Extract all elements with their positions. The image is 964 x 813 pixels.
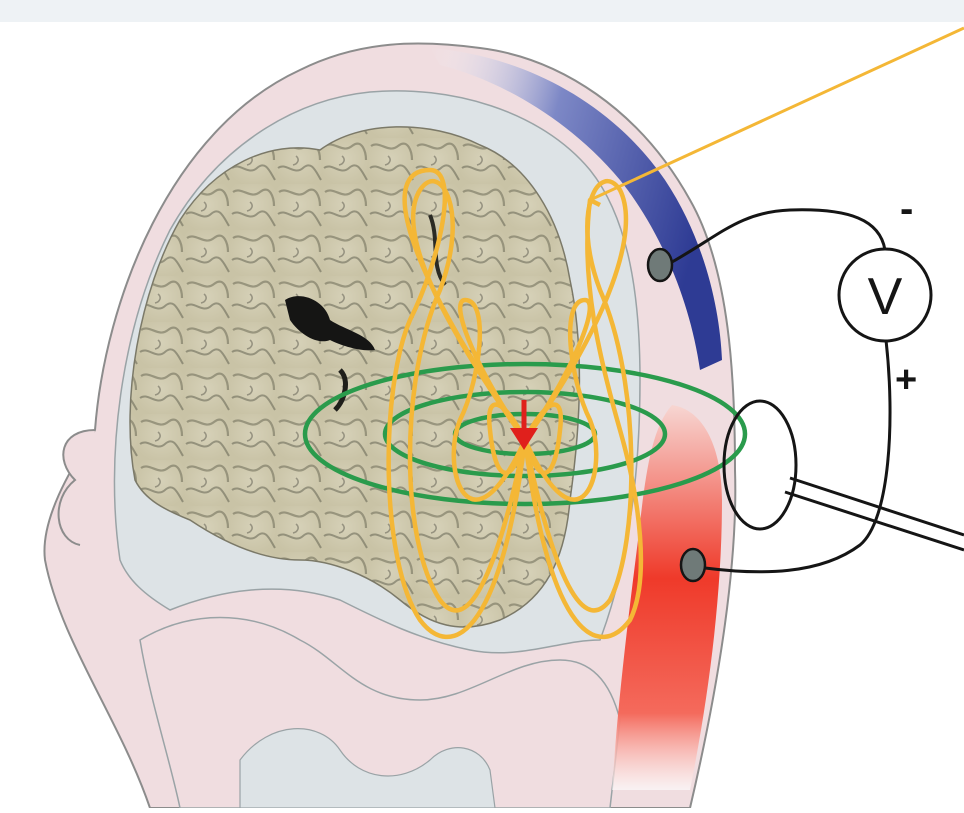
voltmeter-label: V [868,268,903,326]
voltmeter: V [839,249,931,341]
top-strip [0,0,964,22]
meg-coil [724,401,964,550]
positive-label: + [895,359,917,401]
negative-label: - [900,187,913,231]
meg-sensor-line [590,28,964,200]
electrode-negative [648,249,672,281]
electrode-positive [681,549,705,581]
